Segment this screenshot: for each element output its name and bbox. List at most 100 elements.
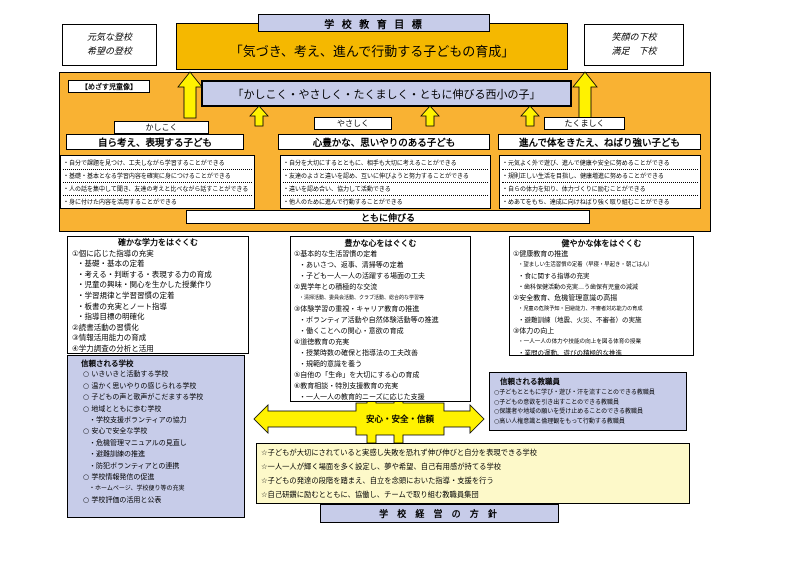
list-item: ・児童の危険予知・回避能力、不審者対応能力の育成: [518, 306, 643, 312]
list-item: ○ 安心で安全な学校: [83, 427, 148, 436]
list-item: ☆子どもの発達の段階を踏まえ、自立を念頭においた指導・支援を行う: [261, 476, 494, 485]
list-item: ①基本的な生活習慣の定着: [294, 250, 378, 258]
list-item: ・子ども一人一人の活躍する場面の工夫: [299, 272, 425, 280]
list-item: ○ 子どもの声と歌声がこだまする学校: [83, 393, 204, 402]
list-item: ・ボランティア活動や自然体験活動等の推進: [299, 316, 439, 324]
list-item: ・自分を大切にするとともに、相手も大切に考えることができる: [283, 157, 488, 170]
list-item: ・食に関する指導の充実: [518, 272, 590, 280]
trusted-staff-box: 信頼される教職員 ○子どもとともに学び・遊び・汗を流すことのできる教職員 ○子ど…: [489, 372, 687, 431]
list-item: ②読書活動の習慣化: [72, 322, 139, 332]
list-item: ・児童の興味・関心を生かした授業作り: [77, 280, 212, 290]
list-item: ・基礎・基本の定着: [77, 259, 145, 269]
school-goal-text: 「気づき、考え、進んで行動する子どもの育成」: [229, 44, 515, 60]
list-item: ・規則正しい生活を目指し、健康増進に努めることができる: [502, 170, 698, 183]
list-item: ○ 温かく思いやりの感じられる学校: [83, 381, 197, 390]
list-item: ・授業時数の確保と指導法の工夫改善: [299, 349, 418, 357]
list-item: ・危機管理マニュアルの見直し: [89, 438, 187, 447]
list-item: ⑥教育相談・特別支援教育の充実: [294, 382, 399, 390]
list-item: ・学校支援ボランティアの協力: [89, 416, 187, 425]
list-item: ・身に付けた内容を活用することができる: [63, 199, 177, 206]
list-item: ①健康教育の推進: [513, 250, 569, 258]
list-item: ○ 学校情報発信の促進: [83, 473, 155, 482]
policy-box: ☆子どもが大切にされていると実感し失敗を恐れず伸び伸びと自分を表現できる学校 ☆…: [256, 443, 690, 504]
list-item: ○ いきいきと活動する学校: [83, 370, 169, 379]
management-policy-title: 学 校 経 営 の 方 針: [320, 504, 559, 523]
heading-yasashiku: 心豊かな、思いやりのある子ども: [278, 134, 490, 150]
list-item: ④学力調査の分析と活用: [72, 343, 154, 353]
list-item: ・歯科保健活動の充実…う歯保有児童の減減: [518, 284, 639, 291]
list-item: ・一人一人の体力や技能の向上を図る体育の授業: [518, 339, 642, 345]
list-item: ・ホームページ、学校便り等の充実: [89, 485, 185, 493]
list-item: ・違いを認め合い、協力して活動できる: [283, 183, 488, 196]
list-item: ⑤自他の「生命」を大切にする心の育成: [294, 371, 420, 379]
list-kashikoku: ・自分で課題を見つけ、工夫しながら学習することができる ・基礎・基本となる学習内…: [60, 155, 255, 209]
list-item: ①個に応じた指導の充実: [72, 248, 154, 258]
list-item: ・考える・判断する・表現する力の育成: [77, 269, 212, 279]
list-item: ・学習規律と学習習慣の定着: [77, 290, 175, 300]
list-item: ○ 地域とともに歩む学校: [83, 404, 162, 413]
list-item: ・基礎・基本となる学習内容を確実に身につけることができる: [63, 170, 252, 183]
ideal-child-banner: 「かしこく・やさしく・たくましく・ともに伸びる西小の子」: [201, 80, 572, 107]
tag-yasashiku: やさしく: [314, 117, 392, 130]
list-item: ・あいさつ、返事、清掃等の定着: [299, 261, 404, 269]
list-item: ・望ましい生活習慣の定着（早寝・早起き・朝ごはん）: [518, 262, 653, 268]
list-item: ・元気よく外で遊び、進んで健康や安全に努めることができる: [502, 157, 698, 170]
list-item: ☆一人一人が輝く場面を多く設定し、夢や希望、自己有用感が持てる学校: [261, 462, 502, 471]
school-goal-title: 学 校 教 育 目 標: [258, 14, 490, 32]
trusted-school-box: 信頼される学校 ○ いきいきと活動する学校 ○ 温かく思いやりの感じられる学校 …: [67, 355, 245, 518]
tag-takumashiku: たくましく: [544, 117, 625, 130]
list-item: ③情報活用能力の育成: [72, 333, 147, 343]
list-item: ☆子どもが大切にされていると実感し失敗を恐れず伸び伸びと自分を表現できる学校: [261, 448, 538, 457]
heading-takumashiku: 進んで体をきたえ、ねばり強い子ども: [498, 134, 701, 150]
list-item: ・指導目標の明確化: [77, 312, 145, 322]
left-note: 元気な登校 希望の登校: [62, 24, 157, 66]
list-takumashiku: ・元気よく外で遊び、進んで健康や安全に努めることができる ・規則正しい生活を目指…: [499, 155, 701, 209]
list-item: ・人の話を集中して聞き、友達の考えと比べながら話すことができる: [63, 183, 252, 196]
ideal-child-label: 【めざす児童像】: [68, 80, 150, 93]
up-arrow-2: [420, 105, 440, 127]
heart-title: 豊かな心をはぐくむ: [344, 239, 417, 248]
health-box: 健やかな体をはぐくむ ①健康教育の推進 ・望ましい生活習慣の定着（早寝・早起き・…: [509, 236, 694, 357]
list-item: ・働くことへの関心・意欲の育成: [299, 327, 404, 335]
heart-box: 豊かな心をはぐくむ ①基本的な生活習慣の定着 ・あいさつ、返事、清掃等の定着 ・…: [290, 236, 471, 402]
up-arrow-1: [249, 105, 269, 127]
list-item: ○ 学校評価の活用と公表: [83, 495, 162, 504]
list-item: ・避難訓練（地震、火災、不審者）の実施: [518, 316, 642, 324]
heading-kashikoku: 自ら考え、表現する子ども: [66, 134, 244, 150]
list-item: ・規範的意識を養う: [299, 360, 362, 368]
list-item: ・業間の運動、遊びの積極的な推進: [518, 349, 622, 357]
left-note-line-2: 希望の登校: [86, 47, 132, 57]
list-item: ・避難訓練の推進: [89, 450, 145, 459]
trusted-staff-title: 信頼される教職員: [500, 377, 560, 386]
up-arrow-3: [520, 105, 540, 127]
list-item: ・友達のよさと違いを認め、互いに伸びようと努力することができる: [283, 170, 488, 183]
list-item: ・一人一人の教育的ニーズに応じた支援: [299, 393, 425, 401]
list-item: ○子どもの意欲を引き出すことのできる教職員: [494, 398, 620, 406]
list-item: ③体験学習の重視・キャリア教育の推進: [294, 305, 420, 313]
academic-box: 確かな学力をはぐくむ ①個に応じた指導の充実 ・基礎・基本の定着 ・考える・判断…: [67, 236, 249, 354]
list-item: ②異学年との積極的な交流: [294, 283, 378, 291]
list-item: ・防犯ボランティアとの連携: [89, 461, 180, 470]
tag-kashikoku: かしこく: [114, 121, 209, 134]
list-item: ・清掃活動、委員会活動、クラブ活動、総合的な学習等: [299, 295, 425, 301]
list-item: ・めあてをもち、達成に向けねばり強く取り組むことができる: [502, 199, 670, 206]
health-title: 健やかな体をはぐくむ: [561, 239, 642, 248]
list-item: ・自分で課題を見つけ、工夫しながら学習することができる: [63, 157, 252, 170]
safety-trust-label: 安心・安全・信頼: [365, 415, 434, 425]
trusted-school-title: 信頼される学校: [81, 359, 134, 368]
left-note-line-1: 元気な登校: [86, 33, 132, 43]
list-item: ④道徳教育の充実: [294, 338, 350, 346]
academic-title: 確かな学力をはぐくむ: [118, 238, 198, 247]
list-item: ☆自己研鑽に励むとともに、協働し、チームで取り組む教職員集団: [261, 490, 479, 499]
list-item: ・板書の充実とノート指導: [77, 301, 167, 311]
list-yasashiku: ・自分を大切にするとともに、相手も大切に考えることができる ・友達のよさと違いを…: [280, 155, 491, 209]
right-note-line-1: 笑顔の下校: [611, 33, 657, 43]
list-item: ・自らの体力を知り、体力づくりに励むことができる: [502, 183, 698, 196]
list-item: ③体力の向上: [513, 327, 555, 335]
list-item: ○子どもとともに学び・遊び・汗を流すことのできる教職員: [494, 389, 655, 396]
right-note-line-2: 満足 下校: [611, 47, 657, 57]
up-arrow-left: [177, 71, 203, 119]
right-note: 笑顔の下校 満足 下校: [584, 24, 684, 66]
list-item: ○高い人権意識と倫理観をもって行動する教職員: [494, 417, 625, 425]
